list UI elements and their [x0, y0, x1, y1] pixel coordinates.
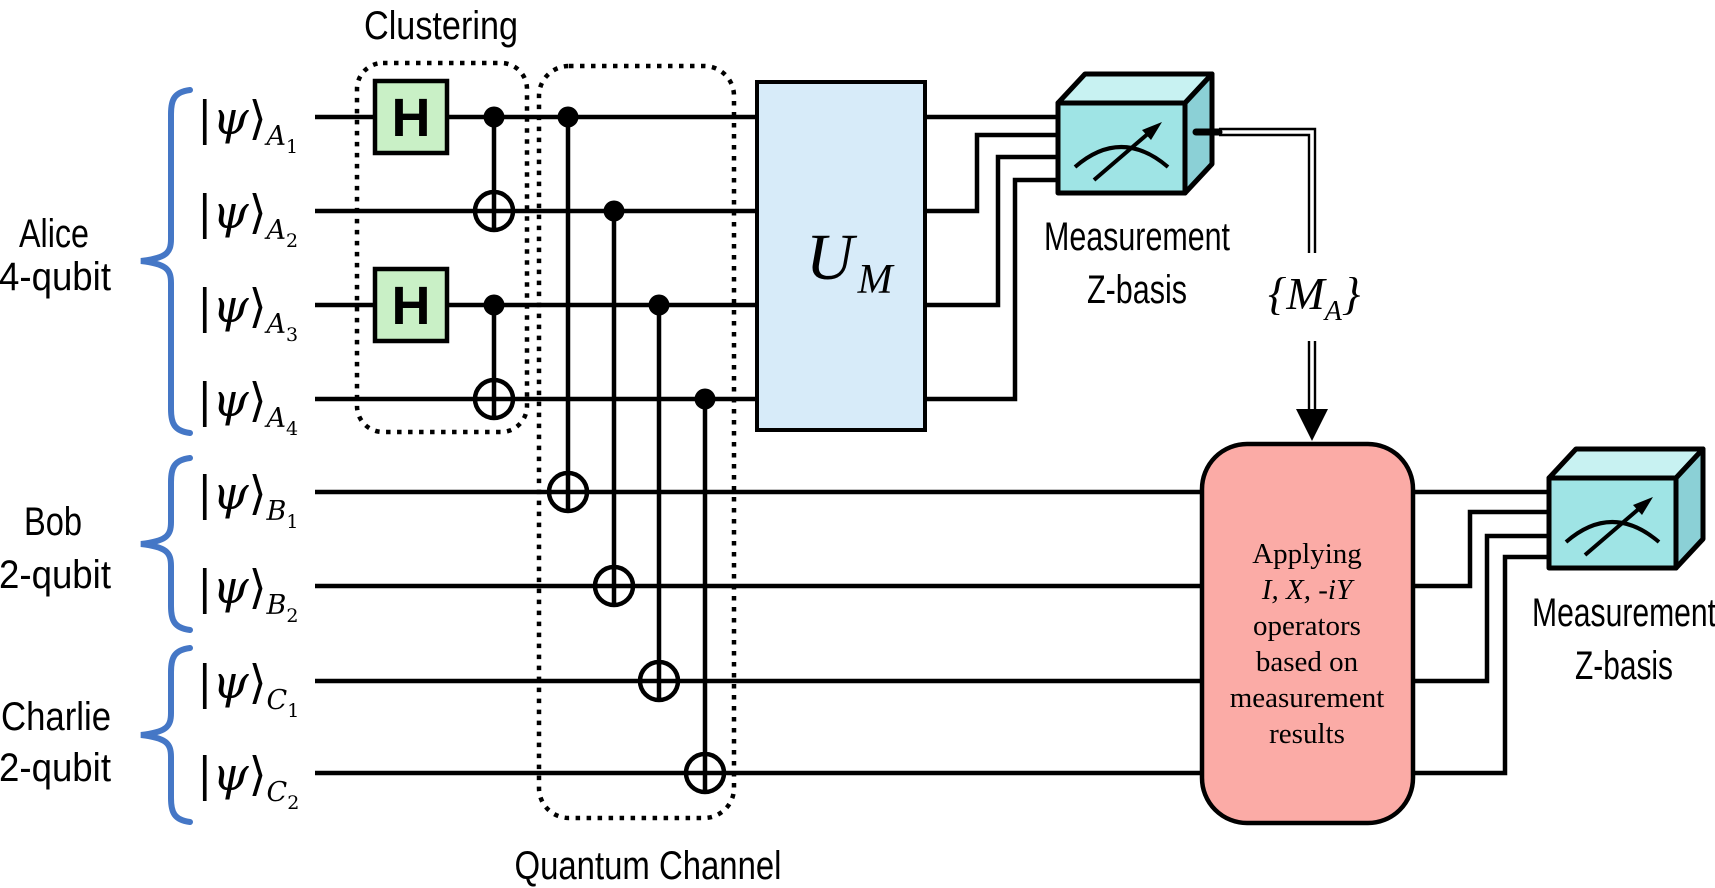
- quantum-channel-region-box: [536, 63, 737, 821]
- hadamard-gate-a3: H: [372, 266, 450, 344]
- qubit-label-b1: |ψ⟩B1: [197, 466, 298, 533]
- measurement-device-top: [1058, 74, 1212, 193]
- operator-to-meter-wires: [1413, 489, 1549, 776]
- meter2-in-wire-2: [1413, 509, 1549, 589]
- cnot-target-icon: [546, 470, 590, 514]
- classical-channel: [1192, 127, 1328, 441]
- meter2-in-wire-4: [1413, 554, 1549, 776]
- cnot-a1-b1: [546, 106, 590, 514]
- operator-box-line: operators: [1253, 610, 1361, 642]
- clustering-region-box: [354, 60, 530, 435]
- alice-group-name: Alice: [19, 212, 89, 256]
- operator-box-line: results: [1269, 718, 1345, 750]
- qubit-label-a3: |ψ⟩A3: [197, 279, 298, 346]
- hadamard-box: [372, 78, 450, 156]
- charlie-group-name: Charlie: [1, 695, 111, 739]
- classical-register-label: {MA}: [1268, 268, 1360, 327]
- operator-box-line: measurement: [1230, 682, 1385, 714]
- cnot-a2-b2: [592, 200, 636, 608]
- cnot-control-dot: [483, 294, 505, 316]
- clustering-label: Clustering: [364, 4, 518, 48]
- charlie-group-size: 2-qubit: [0, 746, 111, 790]
- cnot-control-dot: [694, 388, 716, 410]
- meter-in-wire-2: [925, 132, 1058, 214]
- cnot-target-icon: [472, 377, 516, 421]
- qubit-label-a2: |ψ⟩A2: [197, 185, 298, 252]
- measurement-top-label-line2: Z-basis: [1087, 268, 1187, 312]
- cnot-control-dot: [483, 106, 505, 128]
- bob-brace: [140, 455, 193, 633]
- quantum-channel-label: Quantum Channel: [515, 844, 782, 888]
- cnot-target-icon: [472, 189, 516, 233]
- cnot-a1-a2: [472, 106, 516, 233]
- cnot-target-icon: [637, 659, 681, 703]
- operator-box-shape: [1199, 441, 1416, 826]
- cnot-target-icon: [592, 564, 636, 608]
- hadamard-letter: H: [392, 88, 431, 148]
- cnot-a4-c2: [683, 388, 727, 795]
- classical-arrowhead-icon: [1296, 409, 1328, 441]
- qubit-label-a1: |ψ⟩A1: [197, 91, 298, 158]
- qubit-label-a4: |ψ⟩A4: [197, 373, 298, 440]
- alice-group-size: 4-qubit: [0, 255, 111, 299]
- cnot-target-icon: [683, 751, 727, 795]
- cnot-control-dot: [557, 106, 579, 128]
- charlie-brace: [140, 645, 193, 825]
- classical-line-inner: [1219, 133, 1311, 253]
- cnot-control-dot: [603, 200, 625, 222]
- measurement-bottom-label-line1: Measurement: [1532, 591, 1715, 635]
- meter-in-wire-3: [925, 154, 1058, 308]
- cnot-a3-c1: [637, 294, 681, 703]
- cnot-control-dot: [648, 294, 670, 316]
- qubit-label-c1: |ψ⟩C1: [197, 655, 299, 722]
- hadamard-gate-a1: H: [372, 78, 450, 156]
- measurement-top-label-line1: Measurement: [1044, 215, 1230, 259]
- unitary-to-meter-wires: [925, 114, 1058, 402]
- unitary-gate: UM: [755, 80, 927, 432]
- operator-box-line: I, X, -iY: [1261, 574, 1355, 606]
- operator-box-line: Applying: [1252, 538, 1362, 570]
- operator-box: Applying I, X, -iY operators based on me…: [1199, 441, 1416, 826]
- classical-line-outer: [1219, 127, 1317, 253]
- meter2-in-wire-3: [1413, 533, 1549, 684]
- meter-in-wire-4: [925, 177, 1058, 402]
- qubit-label-b2: |ψ⟩B2: [197, 560, 298, 627]
- hadamard-box: [372, 266, 450, 344]
- bob-group-size: 2-qubit: [0, 553, 111, 597]
- unitary-symbol: UM: [806, 221, 895, 303]
- bob-group-name: Bob: [24, 500, 82, 544]
- measurement-device-bottom: [1549, 449, 1703, 568]
- unitary-box: [755, 80, 927, 432]
- measurement-bottom-label-line2: Z-basis: [1575, 644, 1673, 688]
- qubit-label-c2: |ψ⟩C2: [197, 747, 299, 814]
- alice-brace: [140, 87, 193, 436]
- classical-line-lower: [1307, 341, 1317, 416]
- cnot-a3-a4: [472, 294, 516, 421]
- hadamard-letter: H: [392, 276, 431, 336]
- operator-box-line: based on: [1256, 646, 1359, 678]
